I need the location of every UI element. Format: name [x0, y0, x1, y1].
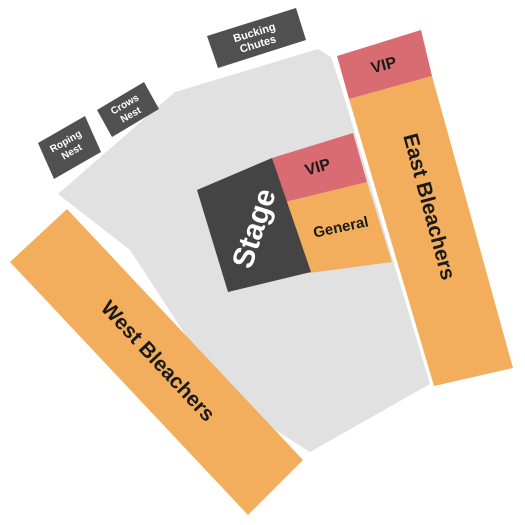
crows-nest-block — [97, 82, 159, 137]
stage: Stage — [197, 158, 311, 292]
section-east-vip[interactable]: VIP — [337, 30, 432, 99]
bucking-chutes-block — [207, 8, 306, 68]
roping-nest-block — [38, 116, 101, 179]
floor-vip-block[interactable] — [272, 133, 367, 202]
roping-nest: Roping Nest — [38, 116, 101, 179]
west-bleachers-block[interactable] — [10, 209, 303, 515]
stage-block — [197, 158, 311, 292]
section-floor-general[interactable]: General — [285, 182, 392, 273]
east-bleachers-block[interactable] — [349, 76, 513, 386]
east-vip-block[interactable] — [337, 30, 432, 99]
section-east-bleachers[interactable]: East Bleachers — [349, 76, 513, 386]
floor-general-block[interactable] — [285, 182, 392, 273]
floor-vip-label: VIP — [303, 156, 333, 180]
bucking-chutes: Bucking Chutes — [207, 8, 306, 68]
east-vip-label: VIP — [369, 54, 399, 77]
section-floor-vip[interactable]: VIP — [272, 133, 367, 202]
crows-nest: Crows Nest — [97, 82, 159, 137]
